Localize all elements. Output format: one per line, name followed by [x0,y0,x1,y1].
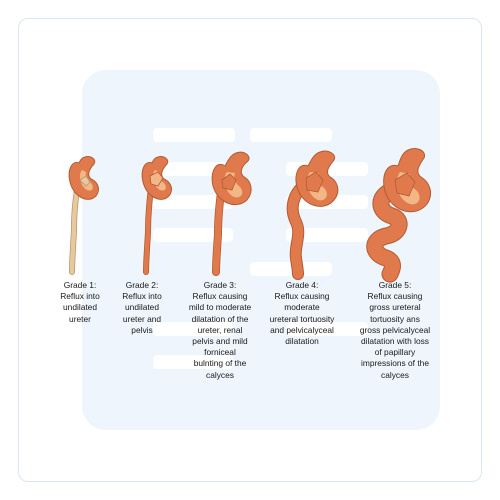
caption-line: Reflux into [122,291,162,302]
grade-5-title: Grade 5: [378,280,412,290]
grade-2-title: Grade 2: [125,280,159,290]
grade-5-caption: Grade 5: Reflux causing gross ureteral t… [340,280,450,381]
grade-2-caption: Grade 2: Reflux into undilated ureter an… [102,280,182,336]
caption-line: mild to moderate [188,302,252,313]
caption-line: undilated [125,302,159,313]
caption-line: moderate [284,302,320,313]
placeholder-block [153,322,233,336]
caption-line: ureter [69,313,91,324]
placeholder-block [250,128,332,142]
caption-line: undilated [63,302,97,313]
caption-line: dilatation of the [191,313,249,324]
placeholder-block [250,262,332,276]
caption-line: tortuosity ans [370,313,420,324]
grade-1-caption: Grade 1: Reflux into undilated ureter [40,280,120,325]
caption-line: gross ureteral [369,302,421,313]
caption-line: calyces [206,369,234,380]
caption-line: impressions of the [361,358,429,369]
placeholder-block [153,228,233,242]
placeholder-block [153,128,235,142]
caption-line: and pelvicalyceal [270,324,334,335]
grade-4-kidney-ureter-icon [286,150,339,280]
caption-line: pelvis and mild [192,336,248,347]
placeholder-block [286,228,368,242]
caption-line: of papillary [374,347,416,358]
caption-line: dilatation [285,336,319,347]
grade-3-title: Grade 3: [203,280,237,290]
caption-line: forniceal [204,347,236,358]
caption-line: Reflux causing [192,291,248,302]
grade-3-kidney-ureter-icon [211,151,252,276]
caption-line: gross pelvicalyceal [359,324,431,335]
grade-3-caption: Grade 3: Reflux causing mild to moderate… [172,280,268,381]
caption-line: Reflux into [60,291,100,302]
placeholder-block [153,355,233,369]
grade-1-title: Grade 1: [63,280,97,290]
placeholder-block [286,322,368,336]
caption-line: bulnting of the [193,358,247,369]
grade-4-caption: Grade 4: Reflux causing moderate uretera… [254,280,350,347]
grade-4-title: Grade 4: [285,280,319,290]
caption-line: Reflux causing [274,291,330,302]
caption-line: ureteral tortuosity [269,313,335,324]
caption-line: pelvis [131,324,153,335]
grade-2-kidney-ureter-icon [141,156,172,275]
placeholder-block [153,195,233,209]
grade-1-kidney-ureter-icon [68,156,99,275]
caption-line: Reflux causing [367,291,423,302]
caption-line: dilatation with loss [361,336,429,347]
grade-5-kidney-ureter-icon [366,148,431,283]
caption-line: ureter and [122,313,162,324]
caption-line: ureter, renal [197,324,243,335]
caption-line: calyces [381,369,409,380]
